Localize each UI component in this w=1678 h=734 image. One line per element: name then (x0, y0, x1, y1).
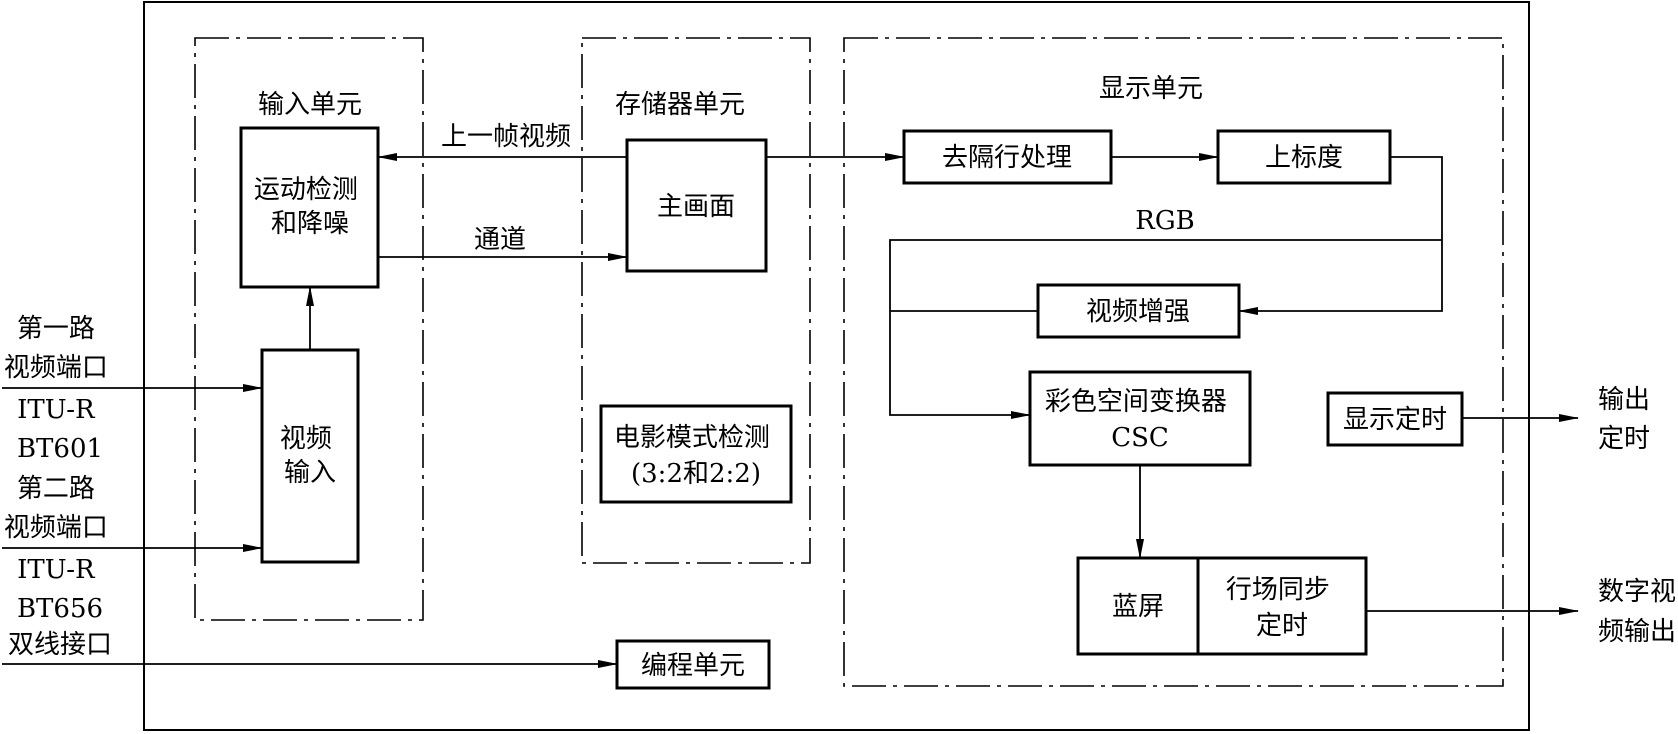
main-picture-label: 主画面 (657, 192, 735, 222)
upscale-box (1216, 129, 1392, 185)
blue-screen-box (1076, 556, 1200, 656)
memory-unit-title: 存储器单元 (615, 90, 745, 120)
motion-detect-label: 运动检测 和降噪 (254, 175, 366, 239)
rgb-label: RGB (1135, 206, 1194, 236)
programming-unit-box (615, 639, 771, 690)
port1-label: 第一路 视频端口 ITU-R BT601 (4, 314, 116, 464)
channel-label: 通道 (474, 225, 526, 255)
display-timing-label: 显示定时 (1343, 405, 1447, 435)
programming-unit-label: 编程单元 (641, 651, 745, 681)
memory-unit-region (581, 37, 811, 564)
main-picture-box (625, 138, 768, 273)
chip-boundary (143, 1, 1530, 731)
film-mode-box (599, 404, 793, 504)
prev-frame-label: 上一帧视频 (441, 122, 571, 152)
upscale-label: 上标度 (1265, 143, 1343, 173)
input-unit-title: 输入单元 (258, 90, 362, 120)
dual-wire-label: 双线接口 (8, 630, 112, 660)
sync-timing-label: 行场同步 定时 (1226, 575, 1338, 641)
csc-box (1028, 370, 1252, 467)
video-enhance-label: 视频增强 (1086, 297, 1190, 327)
csc-label: 彩色空间变换器 CSC (1045, 387, 1235, 453)
video-input-label: 视频 输入 (280, 424, 340, 488)
blue-screen-label: 蓝屏 (1112, 592, 1164, 622)
display-unit-title: 显示单元 (1099, 74, 1203, 104)
film-mode-label: 电影模式检测 (3:2和2:2) (614, 423, 778, 489)
video-enhance-box (1036, 283, 1241, 339)
input-unit-region (194, 37, 424, 621)
deinterlace-label: 去隔行处理 (942, 143, 1072, 173)
display-timing-box (1326, 391, 1464, 447)
rgb-bypass-wire (889, 239, 1442, 419)
digital-output-label: 数字视 频输出 (1598, 577, 1678, 647)
motion-detect-box (239, 126, 380, 289)
deinterlace-box (902, 129, 1113, 185)
display-unit-region (843, 37, 1504, 687)
video-input-box (260, 348, 360, 564)
upscale-to-enhance-wire (1238, 156, 1443, 315)
port2-label: 第二路 视频端口 ITU-R BT656 (4, 474, 116, 624)
sync-timing-box (1196, 556, 1368, 656)
timing-output-label: 输出 定时 (1598, 385, 1658, 454)
